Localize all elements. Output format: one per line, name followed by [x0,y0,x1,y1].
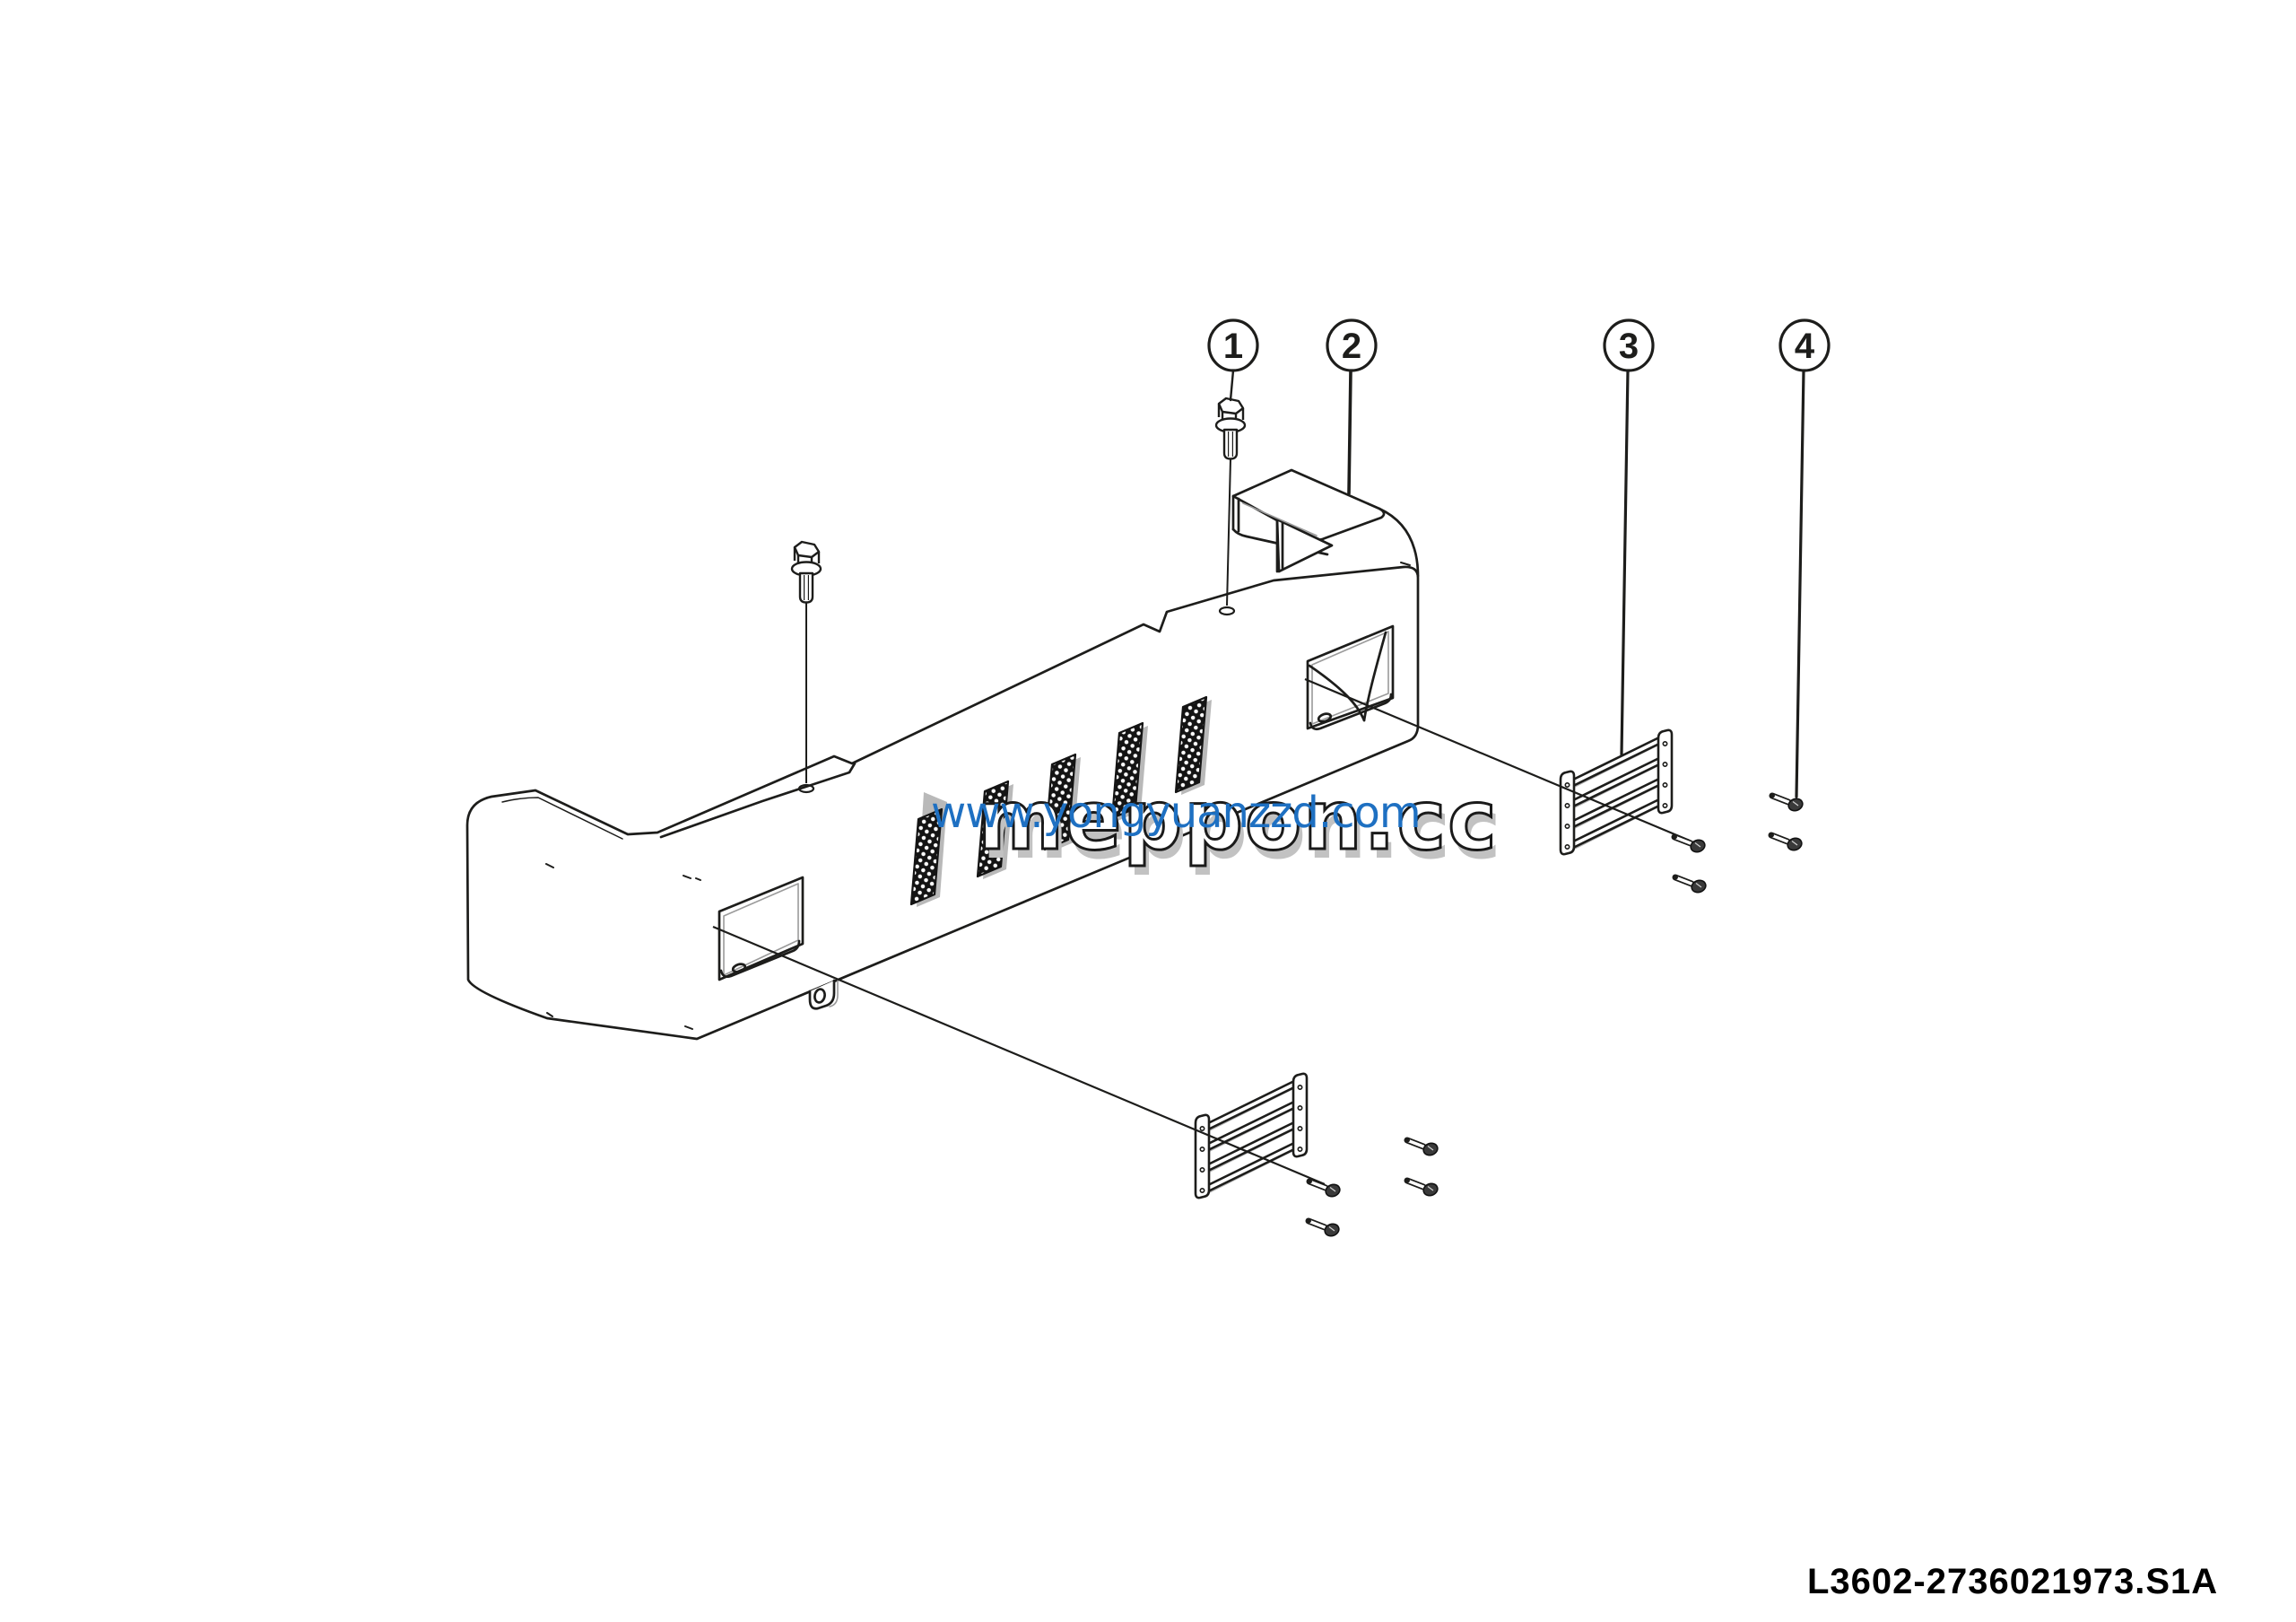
url-watermark: www.yongyuanzzd.com [931,788,1421,838]
assembly-leaders [712,677,1691,1186]
top-fold-line [659,762,857,839]
vent-slot [976,780,1010,878]
callout-3-label: 3 [1619,327,1639,366]
leader-3 [1620,369,1630,756]
callout-1-label: 1 [1223,327,1243,366]
watermarks: meppon.cc meppon.cc www.yongyuanzzd.com [931,772,1503,878]
leader-4 [1795,369,1805,798]
vent-slot [1174,695,1208,794]
flange-bolts [797,458,1236,794]
brand-watermark: meppon.cc [978,772,1499,868]
weld-ticks [545,562,1411,1030]
callout-2-label: 2 [1342,327,1361,366]
right-opening [1306,624,1395,731]
callout-3: 3 [1603,318,1655,372]
leader-1 [1229,369,1235,402]
bumper-panel [465,468,1420,1041]
callout-2: 2 [1326,318,1378,372]
leader-2 [1347,369,1352,495]
vent-slots [909,695,1212,907]
tow-hook-tab [808,979,839,1010]
left-opening [718,876,804,981]
top-bracket [1231,468,1420,578]
leader-left-opening-to-grille [712,925,1326,1186]
brand-watermark-shadow: meppon.cc [982,781,1503,877]
callout-4-label: 4 [1795,327,1815,366]
callout-4: 4 [1779,318,1831,372]
part-number: L3602-2736021973.S1A [1807,1562,2218,1601]
callouts: 1 2 3 4 [1207,318,1831,372]
leader-right-opening-to-grille [1304,677,1691,842]
vent-slot [1043,753,1077,851]
callout-leaders [1229,369,1805,798]
callout-1: 1 [1207,318,1259,372]
vent-slot [1110,721,1144,820]
vent-slot [909,807,944,906]
